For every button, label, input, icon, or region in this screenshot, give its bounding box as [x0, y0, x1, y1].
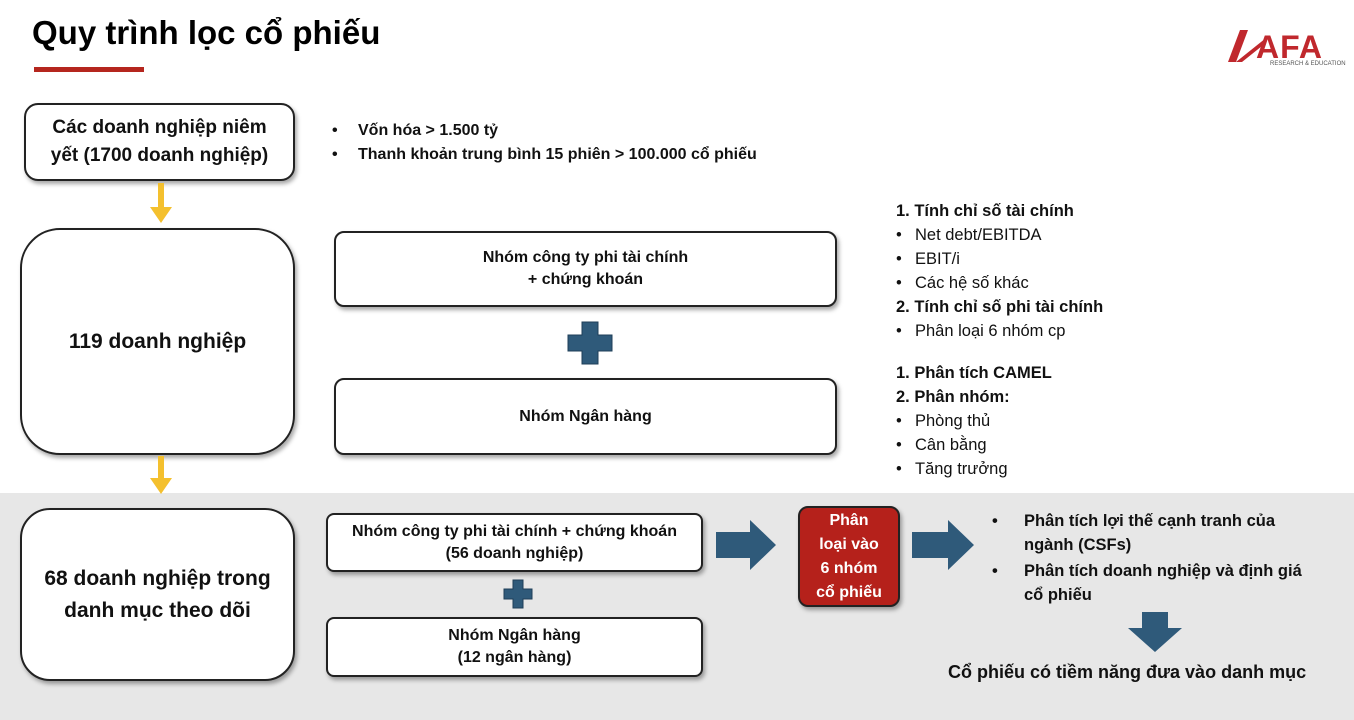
- analysis-item: Net debt/EBITDA: [896, 223, 1103, 247]
- bank-12-box: Nhóm Ngân hàng (12 ngân hàng): [326, 617, 703, 677]
- plus-icon: [567, 321, 613, 365]
- group-label: + chứng khoán: [527, 271, 644, 288]
- result-text: Cổ phiếu có tiềm năng đưa vào danh mục: [948, 662, 1307, 682]
- analysis-item: Phòng thủ: [896, 409, 1103, 433]
- analysis-heading: 1. Phân tích CAMEL: [896, 364, 1052, 382]
- logo-subtext: RESEARCH & EDUCATION: [1270, 61, 1346, 67]
- analysis-heading: 2. Phân nhóm:: [896, 388, 1010, 406]
- group-count: (56 doanh nghiệp): [445, 544, 584, 562]
- title-underline: [34, 67, 144, 72]
- non-financial-group-box: Nhóm công ty phi tài chính + chứng khoán: [334, 231, 837, 307]
- criteria-item: Vốn hóa > 1.500 tỷ: [328, 119, 757, 143]
- classify-line: Phân: [829, 511, 869, 529]
- right-arrow-icon: [716, 520, 776, 570]
- analysis-heading: 1. Tính chỉ số tài chính: [896, 202, 1074, 220]
- right-arrow-icon: [912, 520, 974, 570]
- group-count: (12 ngân hàng): [457, 649, 572, 666]
- logo-mark-icon: [1228, 30, 1266, 62]
- classify-line: loại vào: [819, 535, 879, 553]
- down-arrow-icon: [150, 456, 172, 494]
- group-label: Nhóm công ty phi tài chính + chứng khoán: [352, 522, 677, 540]
- group-label: Nhóm Ngân hàng: [448, 627, 581, 644]
- classify-line: cổ phiếu: [816, 583, 882, 601]
- listed-companies-box: Các doanh nghiệp niêm yết (1700 doanh ng…: [24, 103, 295, 181]
- analysis-item: Cân bằng: [896, 433, 1103, 457]
- screening-criteria-list: Vốn hóa > 1.500 tỷ Thanh khoản trung bìn…: [328, 119, 757, 167]
- analysis-heading: 2. Tính chỉ số phi tài chính: [896, 298, 1104, 316]
- afa-logo: AFA RESEARCH & EDUCATION: [1226, 24, 1346, 72]
- plus-icon: [503, 579, 533, 609]
- final-analysis-item: Phân tích doanh nghiệp và định giá cổ ph…: [990, 559, 1310, 607]
- watchlist-68-box: 68 doanh nghiệp trong danh mục theo dõi: [20, 508, 295, 681]
- analysis-item: Tăng trưởng: [896, 457, 1103, 481]
- classify-6-groups-box: Phân loại vào 6 nhóm cổ phiếu: [798, 506, 900, 607]
- analysis-item: Các hệ số khác: [896, 271, 1103, 295]
- down-arrow-icon: [1128, 612, 1182, 652]
- non-financial-analysis-list: 1. Tính chỉ số tài chính Net debt/EBITDA…: [896, 199, 1103, 481]
- screened-119-box: 119 doanh nghiệp: [20, 228, 295, 455]
- group-label: Nhóm công ty phi tài chính: [482, 249, 689, 266]
- non-financial-56-box: Nhóm công ty phi tài chính + chứng khoán…: [326, 513, 703, 572]
- final-analysis-list: Phân tích lợi thế cạnh tranh của ngành (…: [990, 509, 1310, 609]
- classify-line: 6 nhóm: [820, 559, 878, 577]
- analysis-item: Phân loại 6 nhóm cp: [896, 319, 1103, 343]
- analysis-item: EBIT/i: [896, 247, 1103, 271]
- page-title: Quy trình lọc cổ phiếu: [32, 14, 381, 51]
- logo-text: AFA: [1256, 29, 1323, 65]
- bank-group-box: Nhóm Ngân hàng: [334, 378, 837, 455]
- down-arrow-icon: [150, 183, 172, 223]
- criteria-item: Thanh khoản trung bình 15 phiên > 100.00…: [328, 143, 757, 167]
- final-analysis-item: Phân tích lợi thế cạnh tranh của ngành (…: [990, 509, 1310, 557]
